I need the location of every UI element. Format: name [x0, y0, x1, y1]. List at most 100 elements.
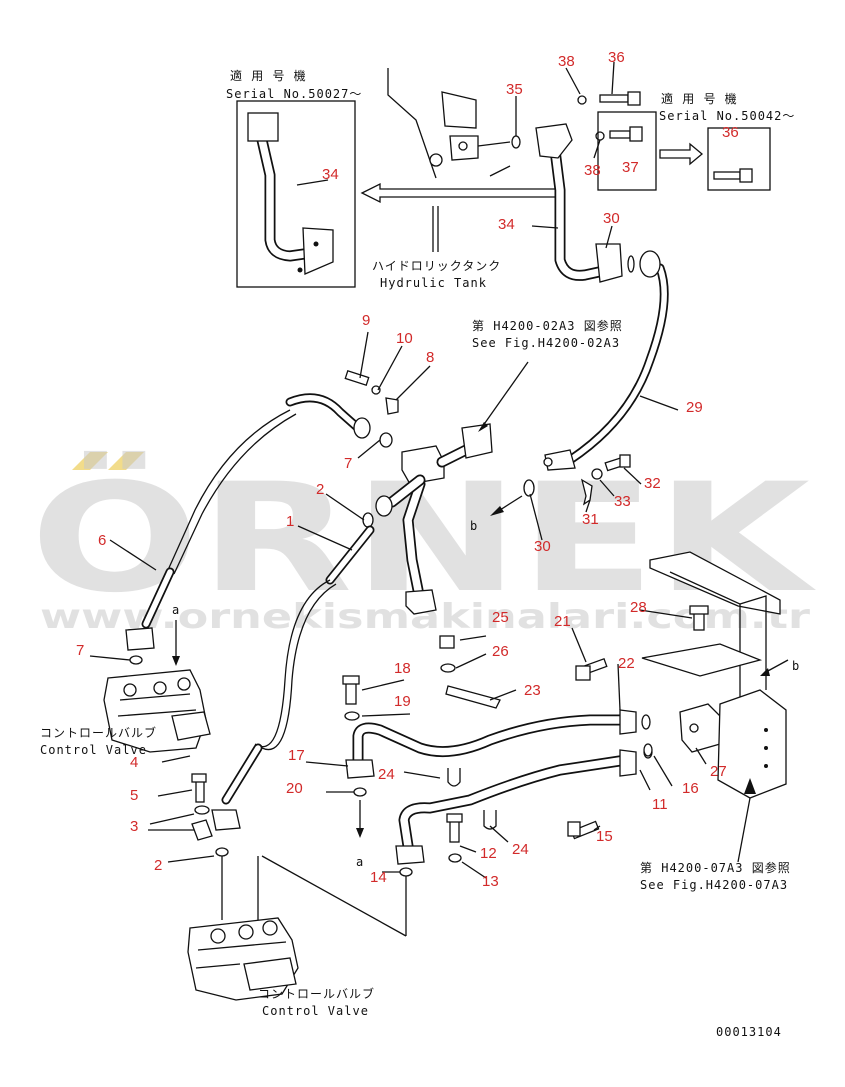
callout-4: 4: [130, 754, 138, 771]
see-fig-bottom-en: See Fig.H4200-07A3: [640, 878, 788, 892]
callout-32: 32: [644, 475, 661, 492]
watermark-accent-left: [72, 452, 108, 470]
callout-34: 34: [498, 216, 515, 233]
pipe-17: [345, 709, 651, 779]
callout-36: 36: [608, 49, 625, 66]
control-valve-2-jp: コントロールバルブ: [258, 986, 375, 1001]
callout-29: 29: [686, 399, 703, 416]
drawing-number: 00013104: [716, 1025, 782, 1039]
notes: 適 用 号 機 Serial No.50027～ 適 用 号 機 Serial …: [40, 68, 800, 1039]
callout-19: 19: [394, 693, 411, 710]
tank-label-en: Hydrulic Tank: [380, 276, 487, 290]
callout-numbers: 34 34 35 38 38 36 36 37 30 29 32 33 31 3…: [76, 49, 739, 890]
callout-22: 22: [618, 655, 635, 672]
inset-box-37: [597, 111, 657, 191]
fasteners-18-19-20: [342, 675, 367, 838]
callout-2: 2: [154, 857, 162, 874]
callout-21: 21: [554, 613, 571, 630]
callout-30: 30: [534, 538, 551, 555]
serial-note-right-en: Serial No.50042～: [659, 109, 795, 123]
flange-block: [595, 243, 623, 283]
callout-38: 38: [584, 162, 601, 179]
callout-37: 37: [622, 159, 639, 176]
serial-note-right-jp: 適 用 号 機: [661, 91, 738, 106]
callout-27: 27: [710, 763, 727, 780]
fasteners-3-4-5: [191, 773, 213, 841]
callout-31: 31: [582, 511, 599, 528]
see-fig-top-en: See Fig.H4200-02A3: [472, 336, 620, 350]
callout-24: 24: [512, 841, 529, 858]
callout-20: 20: [286, 780, 303, 797]
bracket-assembly-right: [575, 551, 787, 863]
callout-16: 16: [682, 780, 699, 797]
ref-a-bottom: a: [356, 855, 364, 869]
callout-18: 18: [394, 660, 411, 677]
hydraulic-tank-section: [360, 68, 771, 283]
callout-7: 7: [76, 642, 84, 659]
control-valve-1-en: Control Valve: [40, 743, 147, 757]
callout-35: 35: [506, 81, 523, 98]
callout-33: 33: [614, 493, 631, 510]
callout-38: 38: [558, 53, 575, 70]
callout-12: 12: [480, 845, 497, 862]
see-fig-top-jp: 第 H4200-02A3 図参照: [472, 318, 623, 333]
watermark-accent-right: [108, 452, 144, 470]
callout-6: 6: [98, 532, 106, 549]
callout-5: 5: [130, 787, 138, 804]
tank-label-jp: ハイドロリックタンク: [372, 259, 501, 273]
reference-arrows: [172, 361, 789, 676]
control-valve-1-jp: コントロールバルブ: [40, 725, 157, 740]
callout-36: 36: [722, 124, 739, 141]
junction-block: [679, 703, 721, 753]
callout-3: 3: [130, 818, 138, 835]
ref-a-top: a: [172, 603, 180, 617]
ref-b-left: b: [470, 519, 478, 533]
callout-15: 15: [596, 828, 613, 845]
serial-note-left-jp: 適 用 号 機: [230, 68, 307, 83]
leader-lines: [89, 61, 707, 879]
serial-note-left-en: Serial No.50027～: [226, 87, 362, 101]
o-ring: [523, 479, 535, 497]
callout-2: 2: [316, 481, 324, 498]
callout-10: 10: [396, 330, 413, 347]
callout-34: 34: [322, 166, 339, 183]
inset-box-left: [236, 100, 356, 288]
hose-6: [125, 409, 297, 651]
callout-1: 1: [286, 513, 294, 530]
callout-24: 24: [378, 766, 395, 783]
flange-block: [247, 112, 279, 142]
callout-7: 7: [344, 455, 352, 472]
ref-b-right: b: [792, 659, 800, 673]
inset-serial-50027: [236, 100, 356, 288]
callout-17: 17: [288, 747, 305, 764]
arrow-left-icon: [360, 182, 557, 204]
see-fig-bottom-jp: 第 H4200-07A3 図参照: [640, 860, 791, 875]
bracket-23-25-26: [439, 635, 501, 709]
control-valve-2: [187, 847, 407, 1001]
callout-14: 14: [370, 869, 387, 886]
inset-box-right: [707, 127, 771, 191]
fasteners-12-13-14-15-24: [399, 768, 600, 877]
o-ring: [511, 135, 521, 149]
bolt: [609, 130, 631, 139]
junction-block: [401, 445, 445, 485]
hose-29: [523, 250, 669, 506]
callout-11: 11: [652, 796, 668, 813]
callout-25: 25: [492, 609, 509, 626]
arrow-right-icon: [659, 142, 704, 166]
junction-block: [461, 423, 493, 459]
hose-1: [211, 525, 375, 831]
control-valve-2-en: Control Valve: [262, 1004, 369, 1018]
callout-30: 30: [603, 210, 620, 227]
flange-block: [302, 227, 334, 275]
control-valve-1: [103, 655, 211, 753]
bolt: [599, 94, 629, 103]
callout-9: 9: [362, 312, 370, 329]
callout-8: 8: [426, 349, 434, 366]
flange-block: [535, 123, 573, 159]
center-block-assembly: [285, 369, 493, 615]
callout-23: 23: [524, 682, 541, 699]
junction-block: [405, 589, 437, 615]
